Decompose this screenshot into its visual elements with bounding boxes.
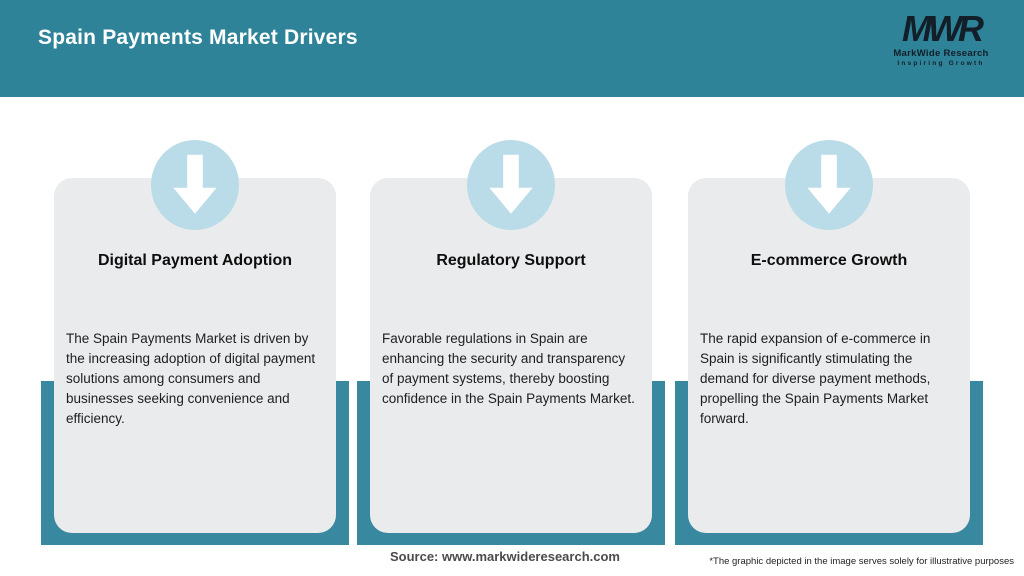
- card-title: Digital Payment Adoption: [97, 252, 293, 269]
- page-title: Spain Payments Market Drivers: [38, 26, 358, 49]
- logo-name: MarkWide Research: [893, 48, 989, 59]
- markwide-research-logo: MWR MarkWide Research Inspiring Growth: [876, 8, 1006, 68]
- card-title: E-commerce Growth: [750, 252, 908, 269]
- down-arrow-icon: [151, 140, 239, 230]
- header-band: Spain Payments Market Drivers MWR MarkWi…: [0, 0, 1024, 97]
- card-description: The rapid expansion of e-commerce in Spa…: [700, 331, 931, 426]
- driver-card-regulatory-support: [370, 178, 652, 533]
- disclaimer-note: *The graphic depicted in the image serve…: [709, 556, 1014, 567]
- driver-card-digital-payment-adoption: [54, 178, 336, 533]
- down-arrow-icon: [785, 140, 873, 230]
- driver-card-ecommerce-growth: [688, 178, 970, 533]
- card-description: Favorable regulations in Spain are enhan…: [382, 331, 635, 406]
- logo-tagline: Inspiring Growth: [897, 60, 985, 67]
- card-title: Regulatory Support: [436, 252, 586, 269]
- down-arrow-icon: [467, 140, 555, 230]
- source-attribution: Source: www.markwideresearch.com: [389, 549, 620, 564]
- card-description: The Spain Payments Market is driven by t…: [66, 331, 316, 426]
- logo-acronym: MWR: [902, 8, 984, 49]
